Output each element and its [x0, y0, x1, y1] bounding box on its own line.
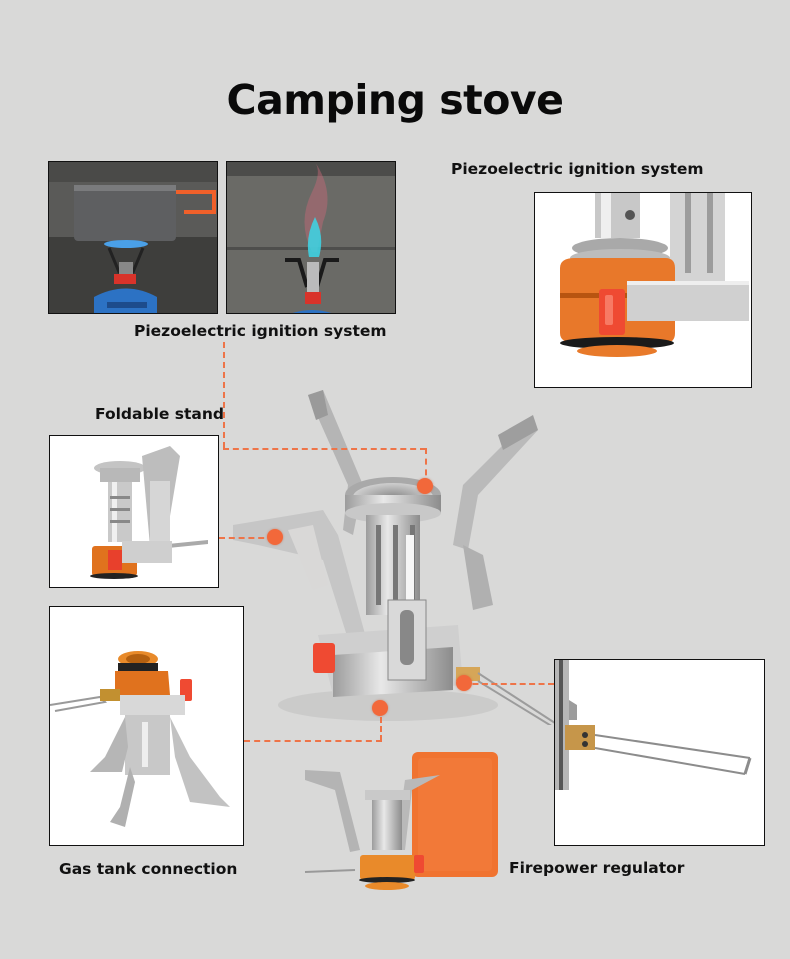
flame-burning-photo: [226, 161, 396, 314]
regulator-closeup-image: [555, 660, 764, 845]
inverted-stove-image: [50, 607, 243, 845]
firepower-caption: Firepower regulator: [509, 859, 685, 877]
ignition-detail-caption: Piezoelectric ignition system: [451, 160, 704, 178]
foldable-stand-caption: Foldable stand: [95, 405, 225, 423]
regulator-leader-line: [463, 683, 554, 685]
stand-marker-dot: [267, 529, 283, 545]
gas-leader-line-v: [380, 708, 382, 741]
gas-tank-connection-photo: [49, 606, 244, 846]
pot-on-stove-image: [49, 162, 217, 313]
ignition-closeup-photo: [534, 192, 752, 388]
ignition-leader-line-h: [223, 448, 426, 450]
pot-on-stove-photo: [48, 161, 218, 314]
ignition-marker-dot: [417, 478, 433, 494]
main-stove-image: [233, 390, 558, 725]
ignition-leader-line-v2: [425, 448, 427, 486]
ignition-leader-line-v1: [223, 342, 225, 448]
folded-stove-image: [50, 436, 218, 587]
folded-stove-photo: [49, 435, 219, 588]
flame-image: [227, 162, 395, 313]
gas-leader-line-h: [244, 740, 382, 742]
stand-leader-line: [219, 537, 274, 539]
firepower-regulator-photo: [554, 659, 765, 846]
gas-marker-dot: [372, 700, 388, 716]
ignition-photos-caption: Piezoelectric ignition system: [134, 322, 387, 340]
regulator-marker-dot: [456, 675, 472, 691]
gas-tank-caption: Gas tank connection: [59, 860, 238, 878]
stove-with-case-photo: [300, 750, 500, 895]
stove-with-case-image: [304, 752, 498, 890]
page-title: Camping stove: [226, 76, 564, 124]
main-stove-product: [228, 385, 558, 725]
ignition-closeup-image: [535, 193, 751, 387]
